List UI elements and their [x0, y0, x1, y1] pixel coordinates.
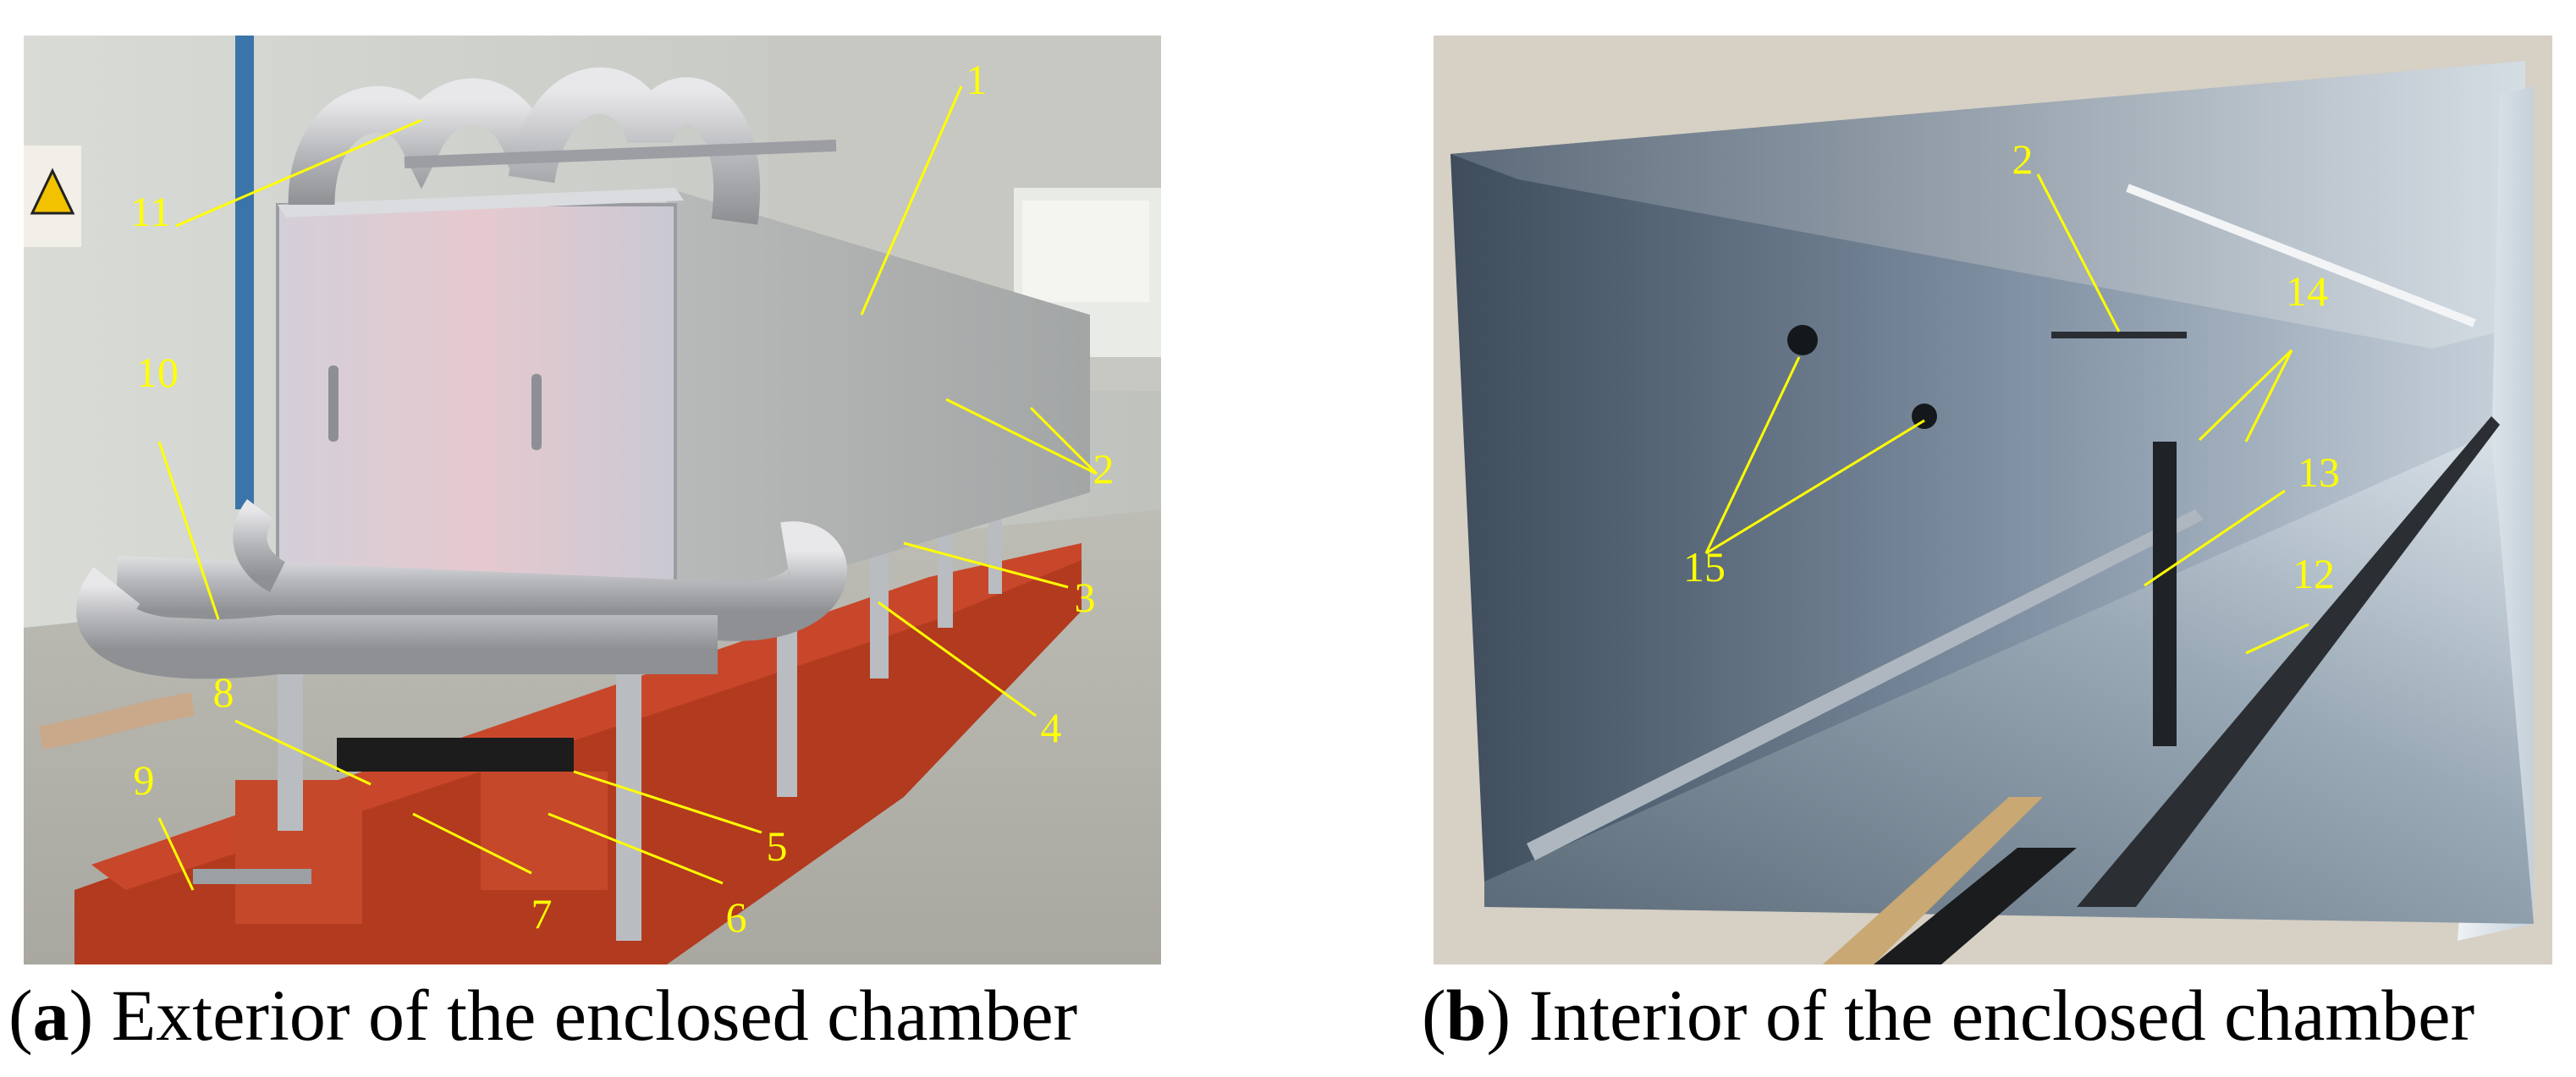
- interior-photo-illustration: [1434, 36, 2552, 964]
- callout-label-3: 3: [1074, 574, 1096, 621]
- callout-label-8: 8: [212, 668, 234, 716]
- callout-label-10: 10: [136, 349, 179, 396]
- photo-exterior: 1 2 3 4 5 6 7 8 9 10 11: [24, 36, 1161, 964]
- callout-label-2b: 2: [2012, 135, 2034, 183]
- callout-label-12: 12: [2293, 550, 2335, 597]
- callout-label-15: 15: [1683, 543, 1726, 591]
- caption-b-open: (: [1422, 975, 1446, 1056]
- callout-label-6: 6: [725, 893, 747, 941]
- caption-a-text: ) Exterior of the enclosed chamber: [69, 975, 1078, 1056]
- callout-label-14: 14: [2286, 267, 2328, 315]
- callout-label-5: 5: [766, 822, 788, 870]
- callout-label-1: 1: [966, 56, 988, 103]
- callout-label-4: 4: [1040, 704, 1062, 751]
- caption-a-open: (: [8, 975, 33, 1056]
- caption-b-letter: b: [1445, 975, 1487, 1056]
- caption-b-text: ) Interior of the enclosed chamber: [1486, 975, 2475, 1056]
- callout-label-2: 2: [1093, 445, 1115, 492]
- caption-a: (a) Exterior of the enclosed chamber: [8, 973, 1077, 1058]
- caption-b: (b) Interior of the enclosed chamber: [1422, 973, 2474, 1058]
- caption-a-letter: a: [32, 975, 69, 1056]
- photo-interior: 2 12 13 14 15: [1434, 36, 2552, 964]
- callout-label-11: 11: [129, 188, 172, 235]
- callout-label-7: 7: [531, 890, 553, 937]
- exterior-photo-illustration: [24, 36, 1161, 964]
- callout-label-9: 9: [133, 756, 155, 804]
- callout-label-13: 13: [2298, 448, 2340, 496]
